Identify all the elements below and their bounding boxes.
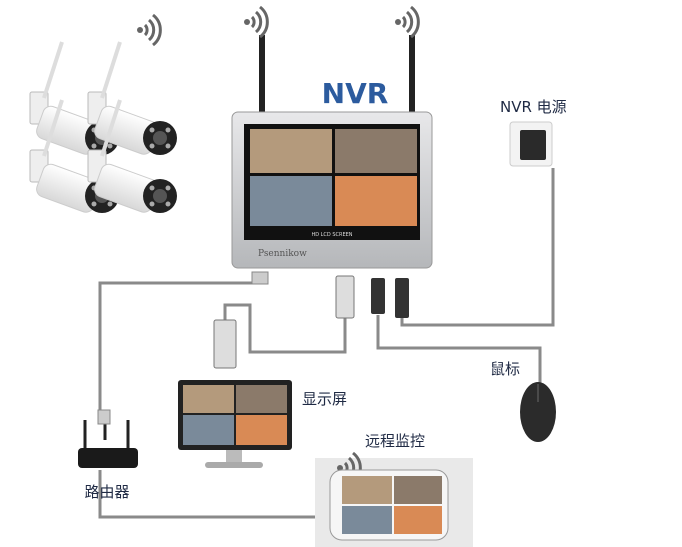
monitor [178, 380, 292, 468]
usb-mouse-cable [376, 315, 542, 384]
power-cable [400, 168, 555, 327]
wireless-cameras [28, 13, 179, 217]
nvr-title: NVR [322, 77, 389, 110]
usb-plug-icon [371, 278, 385, 314]
dc-plug-icon [395, 278, 409, 318]
ethernet-cable-nvr-router [98, 281, 260, 412]
monitor-label: 显示屏 [302, 390, 347, 408]
power-label: NVR 电源 [500, 98, 567, 116]
ethernet-port-icon [251, 271, 269, 285]
router [78, 409, 138, 468]
wifi-icon [135, 13, 162, 47]
wifi-icon [393, 5, 420, 39]
router-label: 路由器 [84, 483, 129, 501]
hdmi-plug-icon [213, 319, 237, 369]
nvr-brand: Psennikow [258, 249, 307, 259]
mouse-label: 鼠标 [490, 360, 520, 378]
nvr-device: HD LCD SCREEN Psennikow [231, 5, 433, 319]
nvr-screen-caption: HD LCD SCREEN [311, 232, 352, 238]
hdmi-cable [223, 303, 347, 354]
power-adapter [509, 121, 553, 167]
cables [98, 168, 555, 519]
remote-monitoring-label: 远程监控 [365, 432, 425, 450]
camera [86, 40, 179, 159]
mouse [520, 382, 556, 442]
wifi-icon [242, 5, 269, 39]
ethernet-cable-router-phone [98, 470, 318, 519]
hdmi-plug-icon [335, 275, 355, 319]
smartphone [315, 451, 473, 547]
